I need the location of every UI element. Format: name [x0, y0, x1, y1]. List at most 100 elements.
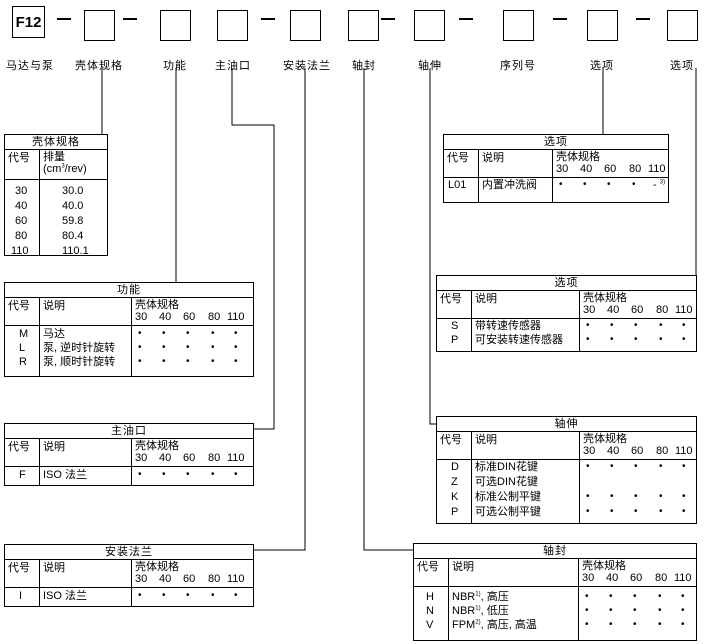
availability-dot: •	[138, 356, 142, 367]
availability-dot: •	[658, 591, 662, 602]
availability-dot: •	[610, 461, 614, 472]
col-code: 代号	[440, 434, 462, 446]
availability-dot: •	[681, 605, 685, 616]
col-code: 代号	[447, 152, 469, 164]
label-shaft: 轴伸	[418, 60, 442, 72]
displacement-value: 59.8	[62, 215, 84, 227]
availability-dot: •	[162, 469, 166, 480]
availability-dot: •	[681, 591, 685, 602]
table-header	[437, 290, 696, 319]
col-description: 说明	[475, 293, 497, 305]
col-description: 说明	[452, 561, 474, 573]
code-box-seal[interactable]	[348, 10, 379, 41]
availability-dot: •	[633, 619, 637, 630]
code-box-housing[interactable]	[84, 10, 115, 41]
availability-dot: •	[162, 590, 166, 601]
availability-dot: •	[682, 320, 686, 331]
table-title: 主油口	[5, 424, 253, 439]
col-housing-size: 壳体规格	[135, 561, 179, 573]
size-header: 60	[604, 163, 617, 175]
size-header: 60	[630, 572, 643, 584]
availability-dot: •	[634, 334, 638, 345]
table-title: 选项	[444, 135, 668, 150]
row-code: S	[451, 320, 459, 332]
row-description: 内置冲洗阀	[482, 179, 537, 191]
housing-code: 30	[15, 185, 28, 197]
table-header	[5, 438, 253, 467]
availability-dot: •	[586, 461, 590, 472]
column-divider	[579, 431, 580, 523]
code-box-option-2[interactable]	[667, 10, 698, 41]
size-header: 80	[208, 573, 221, 585]
label-seal: 轴封	[352, 60, 376, 72]
code-box-port[interactable]	[217, 10, 248, 41]
code-box-serial[interactable]	[503, 10, 534, 41]
code-box-option-1[interactable]	[587, 10, 618, 41]
availability-dot: •	[658, 619, 662, 630]
column-divider	[448, 558, 449, 640]
separator-dash	[459, 18, 473, 20]
availability-dot: •	[659, 334, 663, 345]
availability-dot: •	[607, 179, 611, 190]
row-description: 可选公制平键	[475, 506, 541, 518]
availability-dot: •	[634, 491, 638, 502]
column-divider	[131, 559, 132, 606]
size-header: 110	[227, 311, 245, 323]
table-header	[5, 149, 107, 180]
label-housing: 壳体规格	[75, 60, 123, 72]
availability-dot: •	[211, 590, 215, 601]
table-header	[437, 431, 696, 460]
label-flange: 安装法兰	[283, 60, 331, 72]
col-code: 代号	[8, 300, 30, 312]
col-housing-size: 壳体规格	[583, 433, 627, 445]
availability-dot: •	[211, 356, 215, 367]
separator-dash	[636, 18, 650, 20]
row-description: ISO 法兰	[43, 590, 88, 602]
separator-dash	[57, 18, 71, 20]
size-header: 60	[183, 311, 196, 323]
displacement-value: 80.4	[62, 230, 84, 242]
table-header	[414, 558, 696, 587]
row-code: H	[426, 591, 434, 603]
column-divider	[39, 438, 40, 485]
size-header: 40	[606, 572, 619, 584]
row-description: 马达	[43, 328, 65, 340]
table-title: 轴伸	[437, 417, 696, 432]
size-header: 80	[655, 572, 668, 584]
availability-dot: •	[138, 469, 142, 480]
label-function: 功能	[163, 60, 187, 72]
code-box-function[interactable]	[160, 10, 191, 41]
availability-dot: •	[583, 179, 587, 190]
size-header: 30	[556, 163, 569, 175]
row-code: P	[451, 506, 459, 518]
availability-dot: •	[681, 619, 685, 630]
table-title: 安装法兰	[5, 545, 253, 560]
table-header	[5, 559, 253, 588]
row-description: NBR1), 高压	[452, 591, 509, 603]
availability-dot: •	[659, 320, 663, 331]
size-header: 110	[227, 573, 245, 585]
availability-dot: •	[610, 506, 614, 517]
col-description: 说明	[43, 441, 65, 453]
availability-dot: •	[162, 328, 166, 339]
size-header: 30	[135, 311, 148, 323]
size-header: 40	[159, 573, 172, 585]
column-divider	[478, 149, 479, 202]
availability-dot: •	[609, 619, 613, 630]
code-box-flange[interactable]	[290, 10, 321, 41]
row-code: V	[426, 619, 434, 631]
size-header: 80	[656, 304, 669, 316]
availability-dot: •	[234, 328, 238, 339]
housing-code: 80	[15, 230, 28, 242]
code-box-shaft[interactable]	[414, 10, 445, 41]
availability-dot: •	[682, 461, 686, 472]
col-description: 说明	[43, 562, 65, 574]
housing-code: 40	[15, 200, 28, 212]
column-divider	[552, 149, 553, 202]
size-header: 40	[580, 163, 593, 175]
separator-dash	[381, 18, 395, 20]
availability-dot: •	[633, 605, 637, 616]
